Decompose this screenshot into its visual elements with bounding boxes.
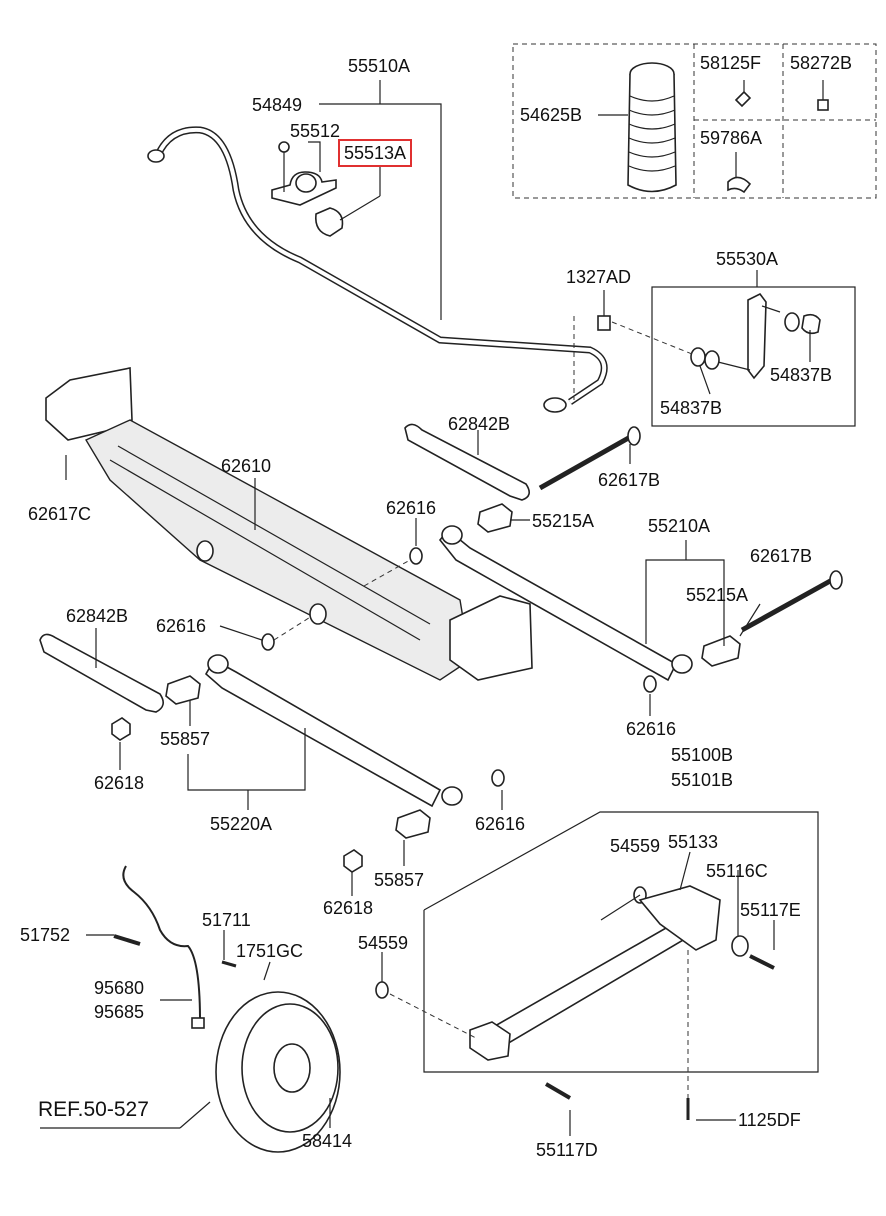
label-55510A[interactable]: 55510A bbox=[348, 56, 411, 76]
label-62616-c[interactable]: 62616 bbox=[626, 719, 677, 739]
label-55530A[interactable]: 55530A bbox=[716, 249, 779, 269]
label-55117D[interactable]: 55117D bbox=[536, 1140, 598, 1160]
label-55133[interactable]: 55133 bbox=[668, 832, 719, 852]
label-55513A-highlighted[interactable]: 55513A bbox=[337, 139, 413, 167]
stabilizer-bar bbox=[147, 126, 608, 413]
label-62617B-right[interactable]: 62617B bbox=[750, 546, 813, 566]
label-55101B[interactable]: 55101B bbox=[671, 770, 734, 790]
abs-sensor bbox=[113, 865, 237, 1029]
label-62618-b[interactable]: 62618 bbox=[323, 898, 374, 918]
label-62842B-top[interactable]: 62842B bbox=[448, 414, 511, 434]
label-54559-left[interactable]: 54559 bbox=[358, 933, 409, 953]
label-95685[interactable]: 95685 bbox=[94, 1002, 145, 1022]
label-55117E[interactable]: 55117E bbox=[740, 900, 801, 920]
label-62617C[interactable]: 62617C bbox=[28, 504, 92, 524]
brake-disc bbox=[40, 991, 341, 1153]
label-55512[interactable]: 55512 bbox=[290, 121, 341, 141]
long-bolts-62617B bbox=[538, 426, 843, 633]
stabilizer-link-group bbox=[573, 270, 856, 427]
label-62617B-top[interactable]: 62617B bbox=[598, 470, 661, 490]
label-95680[interactable]: 95680 bbox=[94, 978, 145, 998]
label-1751GC[interactable]: 1751GC bbox=[236, 941, 304, 961]
label-54625B[interactable]: 54625B bbox=[520, 105, 583, 125]
label-55215A-top[interactable]: 55215A bbox=[532, 511, 595, 531]
label-62610[interactable]: 62610 bbox=[221, 456, 272, 476]
label-55215A-right[interactable]: 55215A bbox=[686, 585, 749, 605]
torsion-axle-group bbox=[389, 811, 819, 1120]
label-58414[interactable]: 58414 bbox=[302, 1131, 353, 1151]
label-55857-b[interactable]: 55857 bbox=[374, 870, 425, 890]
label-62616-b[interactable]: 62616 bbox=[156, 616, 207, 636]
accessory-kit-boxes bbox=[512, 43, 877, 199]
label-55220A[interactable]: 55220A bbox=[210, 814, 273, 834]
label-55857-a[interactable]: 55857 bbox=[160, 729, 211, 749]
label-1125DF[interactable]: 1125DF bbox=[738, 1110, 801, 1130]
label-58125F[interactable]: 58125F bbox=[700, 53, 762, 73]
control-arm-55210A bbox=[438, 503, 741, 682]
stabilizer-bushings bbox=[271, 141, 381, 237]
label-51711[interactable]: 51711 bbox=[202, 910, 251, 930]
label-54559-top[interactable]: 54559 bbox=[610, 836, 661, 856]
label-51752[interactable]: 51752 bbox=[20, 925, 71, 945]
label-62618-a[interactable]: 62618 bbox=[94, 773, 145, 793]
label-62616-d[interactable]: 62616 bbox=[475, 814, 526, 834]
dust-boot-54625B bbox=[598, 62, 677, 193]
label-59786A[interactable]: 59786A bbox=[700, 128, 763, 148]
label-ref-50-527[interactable]: REF.50-527 bbox=[38, 1098, 149, 1121]
label-54837B-lower[interactable]: 54837B bbox=[660, 398, 723, 418]
label-62842B-left[interactable]: 62842B bbox=[66, 606, 129, 626]
label-1327AD[interactable]: 1327AD bbox=[566, 267, 632, 287]
lateral-link-62842B bbox=[39, 423, 530, 713]
small-fasteners-kit bbox=[727, 80, 829, 194]
label-54849[interactable]: 54849 bbox=[252, 95, 303, 115]
crossmember-62610 bbox=[45, 367, 533, 681]
label-62616-a[interactable]: 62616 bbox=[386, 498, 437, 518]
control-arm-55220A bbox=[165, 654, 463, 839]
label-55210A[interactable]: 55210A bbox=[648, 516, 711, 536]
label-55116C[interactable]: 55116C bbox=[706, 861, 768, 881]
leader-55510A bbox=[319, 80, 442, 320]
label-54837B-right[interactable]: 54837B bbox=[770, 365, 833, 385]
label-55100B[interactable]: 55100B bbox=[671, 745, 734, 765]
leader-lines bbox=[86, 330, 811, 1136]
label-58272B[interactable]: 58272B bbox=[790, 53, 853, 73]
